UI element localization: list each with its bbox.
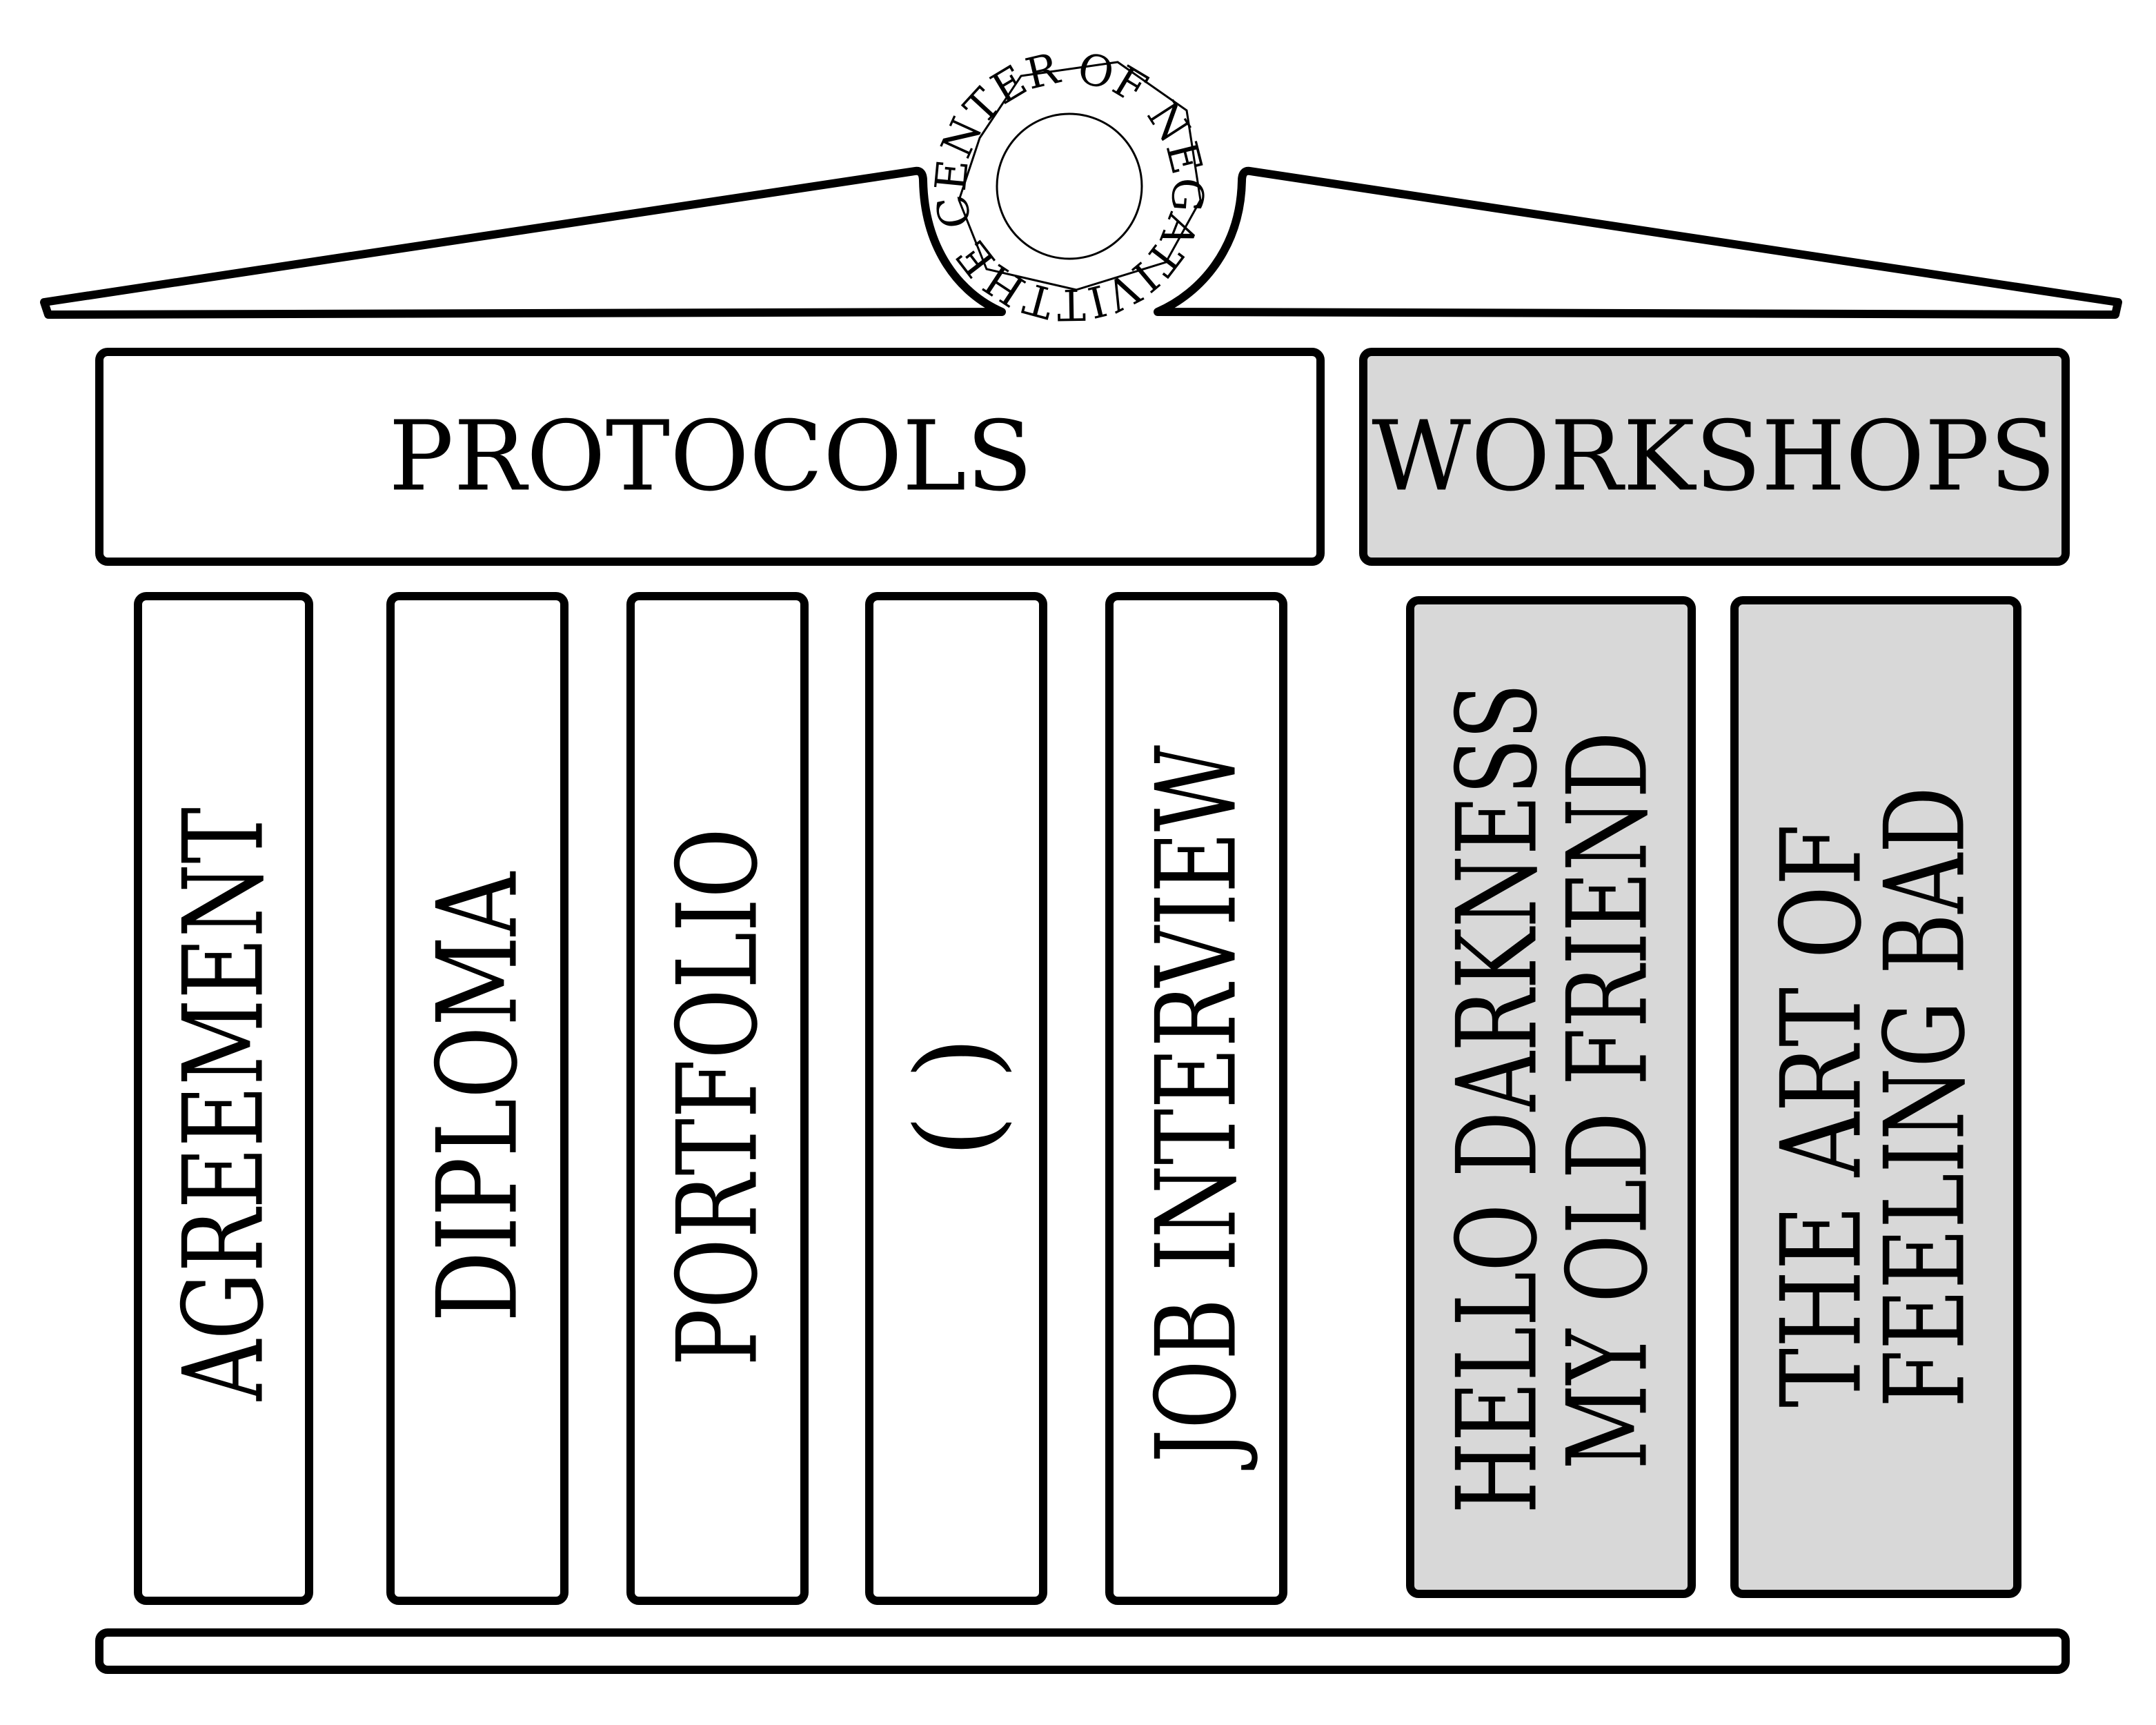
- protocols-header: PROTOCOLS: [388, 401, 1032, 513]
- column-blank: [865, 592, 1047, 1605]
- label-blank: ( ): [892, 1036, 1021, 1158]
- label-portfolio: PORTFOLIO: [653, 828, 782, 1366]
- label-art-of-line2: FEELING BAD: [1861, 787, 1990, 1408]
- workshops-header: WORKSHOPS: [1372, 401, 2056, 513]
- workshops-header-box: [1359, 348, 2070, 566]
- label-diploma: DIPLOMA: [413, 871, 542, 1322]
- column-portfolio: [626, 592, 809, 1605]
- label-hello-darkness-line2: MY OLD FRIEND: [1543, 731, 1672, 1470]
- label-job-interview: JOB INTERVIEW: [1132, 745, 1261, 1470]
- temple-base: [95, 1628, 2070, 1674]
- column-job-interview: [1105, 592, 1287, 1605]
- column-hello-darkness: [1406, 596, 1696, 1598]
- protocols-header-box: [95, 348, 1325, 566]
- column-art-of-feeling-bad: [1730, 596, 2021, 1598]
- pediment-left: [40, 166, 1006, 319]
- label-hello-darkness-line1: HELLO DARKNESS: [1433, 683, 1562, 1514]
- label-agreement: AGREEMENT: [159, 807, 288, 1401]
- column-diploma: [386, 592, 568, 1605]
- label-art-of-line1: THE ART OF: [1757, 824, 1886, 1408]
- column-agreement: [134, 592, 313, 1605]
- pediment-right: [1154, 166, 2122, 319]
